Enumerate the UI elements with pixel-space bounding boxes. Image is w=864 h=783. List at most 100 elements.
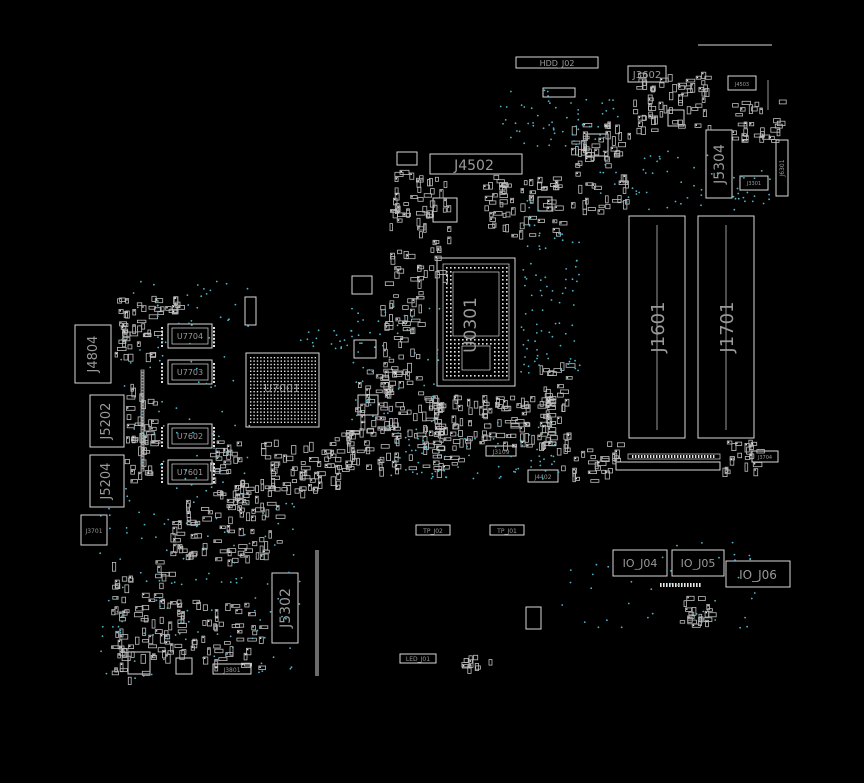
mem-chip-u7703[interactable]: U7703 — [167, 359, 213, 385]
via — [569, 358, 572, 360]
pin — [681, 583, 683, 587]
part-pad — [145, 436, 147, 438]
bga-ball — [301, 387, 303, 389]
connector-j5204[interactable]: J5204 — [89, 454, 125, 508]
via — [180, 621, 183, 624]
connector-io-j05[interactable]: IO_J05 — [671, 549, 725, 577]
pin — [647, 455, 649, 458]
via — [108, 507, 110, 510]
passive-part — [121, 576, 128, 582]
via — [582, 140, 584, 143]
bga-ball — [304, 377, 306, 379]
pin — [675, 583, 677, 587]
dimm-slot-j1701[interactable]: J1701 — [697, 215, 755, 439]
part-pad — [361, 404, 363, 407]
bga-ball — [498, 267, 500, 269]
connector-led-j01[interactable]: LED_J01 — [399, 653, 437, 664]
connector-pad — [542, 87, 576, 98]
passive-part — [627, 132, 631, 140]
part-pad — [548, 400, 550, 402]
mem-chip-u7602[interactable]: U7602 — [167, 423, 213, 449]
connector-tp-j02[interactable]: TP_J02 — [415, 524, 451, 536]
cpu-u0301[interactable]: U0301 — [436, 257, 516, 387]
via — [99, 552, 102, 555]
passive-part — [545, 388, 551, 398]
passive-part — [291, 445, 297, 455]
bga-ball — [301, 367, 303, 369]
part-pad — [649, 115, 651, 117]
passive-part — [622, 187, 627, 194]
passive-part — [309, 478, 316, 483]
bga-ball — [458, 371, 460, 373]
passive-part — [245, 647, 252, 656]
part-pad — [616, 125, 618, 127]
passive-part — [701, 71, 707, 79]
gpu-u7001[interactable]: U7001 — [245, 352, 320, 428]
part-pad — [692, 624, 695, 627]
passive-part — [365, 388, 370, 396]
via — [205, 489, 208, 492]
pin — [213, 473, 215, 476]
passive-part — [520, 203, 526, 212]
connector-j5302[interactable]: J5302 — [271, 572, 299, 644]
connector-j3704[interactable]: J3704 — [751, 450, 779, 463]
passive-part — [581, 139, 585, 150]
passive-part — [438, 463, 444, 471]
bga-ball — [256, 418, 259, 420]
passive-part — [523, 421, 530, 427]
connector-hdd[interactable]: HDD_J02 — [515, 56, 599, 69]
passive-part — [432, 440, 442, 445]
passive-part — [597, 209, 605, 215]
passive-part — [375, 389, 383, 394]
bga-ball — [287, 367, 289, 369]
part-pad — [512, 234, 514, 237]
via — [290, 666, 293, 668]
bga-ball — [263, 357, 265, 359]
connector-label: LED_J01 — [406, 656, 430, 663]
via — [444, 438, 447, 441]
part-pad — [169, 622, 171, 624]
part-pad — [742, 140, 744, 142]
connector-j6301[interactable]: J6301 — [775, 139, 789, 197]
passive-part — [215, 615, 219, 622]
passive-part — [587, 207, 596, 211]
bga-ball — [470, 343, 472, 345]
passive-part — [428, 177, 433, 187]
connector-j3109[interactable]: J3109 — [485, 445, 517, 457]
via — [529, 217, 531, 220]
bga-ball — [314, 367, 316, 369]
connector-io-j06[interactable]: IO_J06 — [725, 560, 791, 588]
via — [272, 656, 275, 659]
via — [443, 469, 446, 472]
bga-ball — [250, 357, 252, 359]
dimm-slot-j1601[interactable]: J1601 — [628, 215, 686, 439]
connector-tp-j01[interactable]: TP_J01 — [489, 524, 525, 536]
mem-chip-u7601[interactable]: U7601 — [167, 459, 213, 485]
passive-part — [216, 440, 225, 444]
passive-part — [259, 625, 269, 629]
connector-j5304[interactable]: J5304 — [705, 129, 733, 199]
via — [210, 609, 213, 612]
connector-j3801[interactable]: J3801 — [212, 663, 252, 675]
via — [597, 125, 600, 128]
connector-j4804[interactable]: J4804 — [74, 324, 112, 384]
connector-j5202[interactable]: J5202 — [89, 394, 125, 448]
part-pad — [436, 427, 438, 429]
via — [210, 486, 213, 488]
connector-j4503[interactable]: J4503 — [727, 75, 757, 91]
connector-j3301[interactable]: J3301 — [739, 175, 769, 191]
pin — [677, 455, 679, 458]
passive-part — [638, 72, 647, 78]
bga-ball — [446, 307, 448, 309]
connector-j4502[interactable]: J4502 — [429, 153, 523, 175]
bga-ball — [446, 351, 448, 353]
connector-j4402[interactable]: J4402 — [527, 469, 559, 483]
connector-io-j04[interactable]: IO_J04 — [612, 549, 668, 577]
part-pad — [178, 610, 180, 612]
connector-j3701[interactable]: J3701 — [80, 514, 108, 546]
part-pad — [124, 331, 126, 333]
part-pad — [366, 389, 368, 391]
via — [574, 265, 577, 268]
part-pad — [445, 428, 447, 430]
bga-ball — [297, 411, 299, 413]
